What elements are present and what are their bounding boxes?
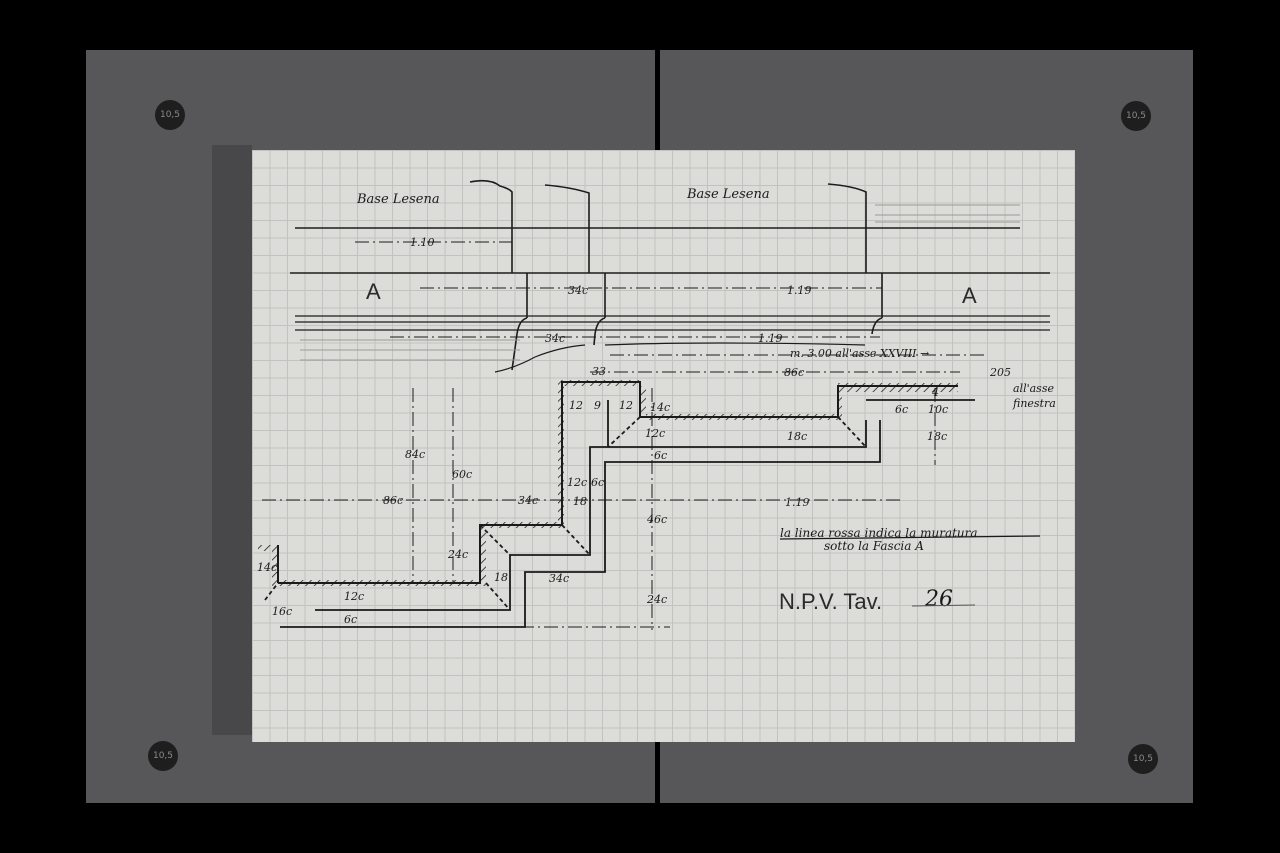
dimension-label: 14c: [257, 561, 277, 574]
elevation-lines: [290, 179, 1050, 373]
dimension-label: 10c: [928, 403, 948, 416]
dimension-lines: [262, 241, 985, 630]
dimension-label: 46c: [646, 513, 667, 526]
dimension-label: 34c: [549, 572, 569, 585]
dimension-label: 84c: [405, 448, 425, 461]
dimension-label: 6c: [895, 403, 908, 416]
dimension-label: 34c: [518, 494, 538, 507]
dimension-label: all'asse: [1013, 382, 1054, 395]
faint-lines: [300, 204, 1020, 361]
dimension-label: 12c: [567, 476, 587, 489]
plan-walls: [258, 380, 958, 586]
dimension-label: 12: [619, 399, 633, 412]
dimension-label: 4: [931, 386, 939, 399]
dimension-label: 18c: [927, 430, 947, 443]
section-label-left: A: [366, 279, 381, 304]
dimension-label: 1.10: [410, 236, 435, 249]
board-marker-top-right: 10,5: [1121, 101, 1151, 131]
dimension-label: 1.19: [785, 496, 810, 509]
dimension-label: 18c: [787, 430, 807, 443]
dimension-label: 12: [569, 399, 583, 412]
plate-number: 26: [924, 587, 953, 612]
dimension-label: 24c: [447, 548, 468, 561]
dimension-label: 34c: [545, 332, 565, 345]
dimension-label: 205: [989, 366, 1011, 379]
dimension-label: 1.19: [787, 284, 812, 297]
plan-lines: [264, 399, 975, 628]
dimension-label: m. 3.00 all'asse XXVIII →: [790, 347, 929, 360]
heading-base-lesena-left: Base Lesena: [356, 192, 440, 207]
dimension-label: 1.19: [758, 332, 783, 345]
dimension-label: 86c: [784, 366, 804, 379]
heading-base-lesena-right: Base Lesena: [686, 187, 770, 202]
dimension-label: 24c: [646, 593, 667, 606]
note-line-1: la linea rossa indica la muratura: [780, 526, 978, 540]
dimension-label: 60c: [452, 468, 472, 481]
dimension-label: 9: [594, 399, 601, 412]
board-marker-top-left: 10,5: [155, 100, 185, 130]
dimension-label: 16c: [272, 605, 292, 618]
plate-label: N.P.V. Tav.: [779, 589, 882, 614]
section-label-right: A: [962, 283, 977, 308]
plan-dimensions: 84c 60c 86c 34c 18 12c 6c 24c 18 34c 14c…: [257, 386, 948, 626]
dimension-label: 12c: [645, 427, 665, 440]
dimension-label: 6c: [344, 613, 357, 626]
paper-shadow: [212, 145, 252, 735]
elevation-dimensions: 1.10 34c 1.19 34c 1.19 m. 3.00 all'asse …: [410, 236, 1056, 410]
dimension-label: finestra: [1012, 397, 1056, 410]
dimension-label: 6c: [591, 476, 604, 489]
dimension-label: 6c: [654, 449, 667, 462]
drawing-sheet: [252, 150, 1075, 742]
dimension-label: 12c: [344, 590, 364, 603]
board-marker-bottom-left: 10,5: [148, 741, 178, 771]
dimension-label: 86c: [383, 494, 403, 507]
dimension-label: 18: [494, 571, 508, 584]
board-marker-bottom-right: 10,5: [1128, 744, 1158, 774]
dimension-label: 18: [573, 495, 587, 508]
note-line-2: sotto la Fascia A: [824, 539, 924, 553]
dimension-label: 34c: [568, 284, 588, 297]
dimension-label: 33: [592, 365, 606, 378]
dimension-label: 14c: [650, 401, 670, 414]
